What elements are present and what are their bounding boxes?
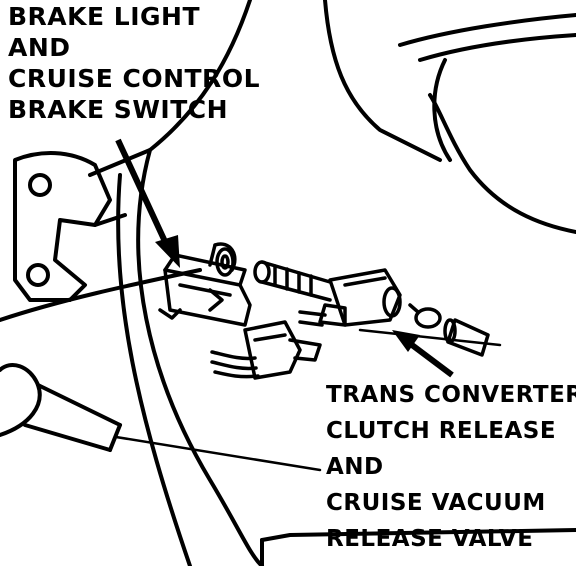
callout-line: CRUISE CONTROL xyxy=(8,64,260,93)
grommet xyxy=(215,247,235,277)
vacuum-release-valve xyxy=(298,268,402,327)
retainer-clip xyxy=(408,303,442,329)
threaded-plunger xyxy=(253,260,332,302)
callout-line: BRAKE LIGHT xyxy=(8,2,201,31)
callout-line: TRANS CONVERTER xyxy=(326,382,576,408)
arrow-to-brake-switch xyxy=(115,138,180,268)
arrow-to-valve xyxy=(392,330,454,378)
mounting-bracket xyxy=(13,151,127,302)
valve-callout: TRANS CONVERTER CLUTCH RELEASE AND CRUIS… xyxy=(326,384,576,564)
end-cap xyxy=(443,318,490,357)
pedal-arm xyxy=(260,528,576,566)
callout-line: CLUTCH RELEASE xyxy=(326,418,557,444)
vacuum-hose xyxy=(0,363,122,452)
leader-lines xyxy=(114,328,502,472)
callout-line: RELEASE VALVE xyxy=(326,526,534,552)
brake-switch-body xyxy=(158,242,252,327)
callout-line: BRAKE SWITCH xyxy=(8,95,229,124)
callout-line: AND xyxy=(8,33,71,62)
brake-switch-callout: BRAKE LIGHT AND CRUISE CONTROL BRAKE SWI… xyxy=(8,4,260,128)
connector-plug xyxy=(210,320,322,380)
callout-line: AND xyxy=(326,454,384,480)
callout-line: CRUISE VACUUM xyxy=(326,490,546,516)
